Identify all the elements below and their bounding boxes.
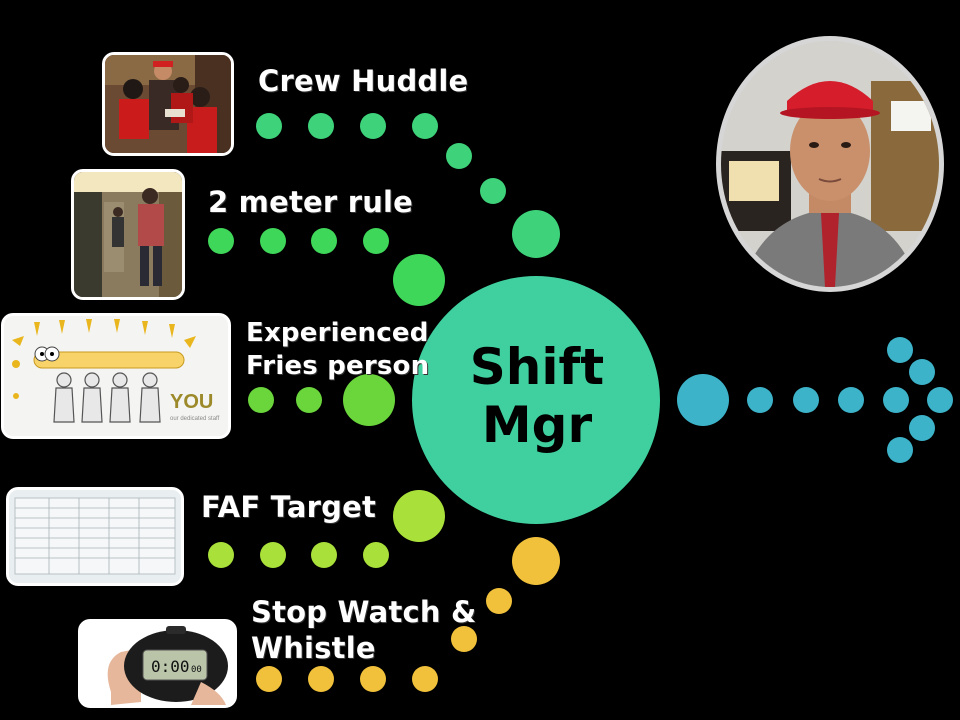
flow-dot-crew-huddle-5 — [480, 178, 506, 204]
portrait-image — [721, 41, 939, 287]
walking-crew-photo — [71, 169, 185, 300]
flow-dot-stop-watch-3 — [412, 666, 438, 692]
stopwatch-photo: 0:00 00 — [78, 619, 237, 708]
output-arrow-dot-5 — [927, 387, 953, 413]
flow-dot-two-meter-rule-4 — [393, 254, 445, 306]
flow-dot-faf-target-2 — [311, 542, 337, 568]
dot-layer — [208, 113, 953, 692]
flow-dot-stop-watch-6 — [512, 537, 560, 585]
team-huddle-photo — [102, 52, 234, 156]
label-fries-person: Fries person — [246, 351, 430, 381]
dedicated-staff-drawing: YOU our dedicated staff — [1, 313, 231, 439]
output-arrow-dot-1 — [747, 387, 773, 413]
flow-dot-stop-watch-4 — [451, 626, 477, 652]
flow-dot-faf-target-3 — [363, 542, 389, 568]
output-arrow-dot-9 — [887, 437, 913, 463]
output-arrow-dot-0 — [677, 374, 729, 426]
team-huddle-image — [105, 55, 231, 153]
output-arrow-dot-7 — [909, 359, 935, 385]
flow-dot-crew-huddle-2 — [360, 113, 386, 139]
stopwatch-small-display: 00 — [191, 665, 202, 675]
flow-dot-stop-watch-2 — [360, 666, 386, 692]
stopwatch-image: 0:00 00 — [81, 622, 234, 705]
flow-dot-faf-target-4 — [393, 490, 445, 542]
output-arrow-dot-3 — [838, 387, 864, 413]
flow-dot-two-meter-rule-3 — [363, 228, 389, 254]
flow-dot-stop-watch-0 — [256, 666, 282, 692]
label-crew-huddle: Crew Huddle — [258, 64, 469, 98]
faf-sheet-image — [9, 490, 181, 583]
center-label-line2: Mgr — [481, 396, 593, 454]
output-arrow-dot-2 — [793, 387, 819, 413]
flow-dot-crew-huddle-6 — [512, 210, 560, 258]
center-label: Shift Mgr — [412, 338, 662, 454]
flow-dot-crew-huddle-4 — [446, 143, 472, 169]
center-label-line1: Shift — [469, 338, 605, 396]
flow-dot-experienced-fries-1 — [296, 387, 322, 413]
shift-mgr-circle — [412, 276, 660, 524]
flow-dot-crew-huddle-1 — [308, 113, 334, 139]
you-subtext: our dedicated staff — [170, 416, 220, 422]
walking-crew-image — [74, 172, 182, 297]
label-experienced: Experienced — [246, 318, 429, 348]
label-2-meter-rule: 2 meter rule — [208, 185, 414, 219]
label-faf-target: FAF Target — [201, 490, 377, 524]
flow-dot-faf-target-0 — [208, 542, 234, 568]
you-text: YOU — [170, 391, 213, 413]
flow-dot-crew-huddle-3 — [412, 113, 438, 139]
output-arrow-dot-6 — [887, 337, 913, 363]
faf-sheet-photo — [6, 487, 184, 586]
label-stop-watch: Stop Watch & — [251, 595, 477, 629]
shift-manager-portrait — [716, 36, 944, 292]
flow-dot-stop-watch-5 — [486, 588, 512, 614]
label-whistle: Whistle — [251, 631, 376, 665]
flow-dot-crew-huddle-0 — [256, 113, 282, 139]
staff-drawing-image: YOU our dedicated staff — [4, 316, 228, 436]
flow-dot-faf-target-1 — [260, 542, 286, 568]
output-arrow-dot-4 — [883, 387, 909, 413]
flow-dot-two-meter-rule-2 — [311, 228, 337, 254]
flow-dot-stop-watch-1 — [308, 666, 334, 692]
flow-dot-two-meter-rule-1 — [260, 228, 286, 254]
flow-dot-experienced-fries-0 — [248, 387, 274, 413]
flow-dot-two-meter-rule-0 — [208, 228, 234, 254]
flow-dot-experienced-fries-2 — [343, 374, 395, 426]
output-arrow-dot-8 — [909, 415, 935, 441]
stopwatch-display: 0:00 — [151, 657, 190, 676]
